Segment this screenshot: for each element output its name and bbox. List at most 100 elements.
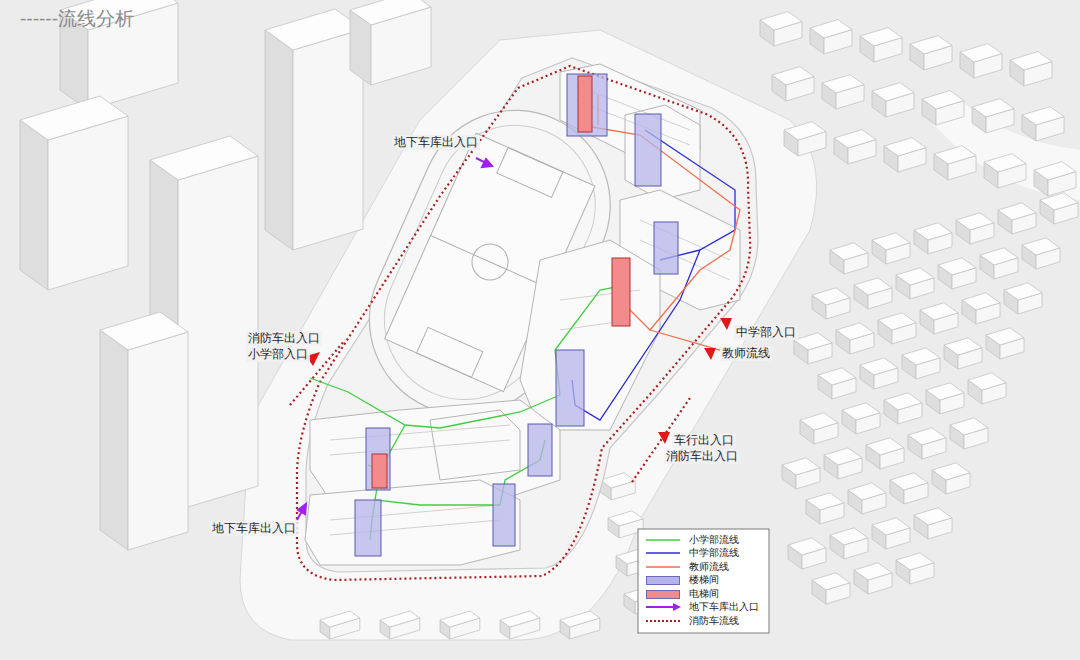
building-face [854,563,892,580]
context-building [1040,193,1078,224]
campus-site-part-part [305,480,520,565]
legend-frame-part [646,606,674,608]
context-building [822,75,864,109]
building-face [914,223,952,240]
building-face [784,122,826,140]
context-building [842,403,880,434]
context-building [788,538,826,569]
building-face [968,373,1006,390]
context-building [1022,107,1064,141]
building-face [600,473,635,488]
building-face [866,438,904,455]
building-face [902,348,940,365]
context-building [812,288,850,319]
legend-frame-part [646,539,680,541]
context-building [984,154,1026,188]
building-face [960,44,1002,62]
building-face [788,538,826,555]
building-face [908,428,946,445]
context-building [782,458,820,489]
building-face [824,448,862,465]
building-face [956,213,994,230]
context-buildings [20,0,1078,639]
building-face [860,358,898,375]
site-label: 小学部入口 [246,347,310,362]
context-building [854,278,892,309]
building-face [872,83,914,101]
context-building [884,393,922,424]
stair-cores-part [556,350,584,426]
building-face [320,611,360,627]
legend-swatch [646,576,680,585]
site-label: 地下车库出入口 [392,135,480,150]
building-face [812,288,850,305]
campus-site-part-part [330,425,510,440]
building-face [872,233,910,250]
building-face [896,268,934,285]
context-building [972,99,1014,133]
building-face [896,553,934,570]
building-face [884,393,922,410]
context-building [980,248,1018,279]
legend-frame-part [646,552,680,554]
building-face [150,136,258,180]
fire-truck-route-part [297,66,750,580]
building-face [984,154,1026,172]
building-face [848,483,886,500]
building-face [500,611,540,627]
building-face [1040,193,1078,210]
context-building [784,122,826,156]
stair-cores-part [366,428,390,490]
context-building [800,413,838,444]
context-building [878,313,916,344]
building-face [962,293,1000,310]
building-face [812,573,850,590]
site-label: 消防车出入口 [246,331,322,346]
legend-text: 地下车库出入口 [689,601,759,613]
context-building [922,91,964,125]
building-face [265,30,293,250]
context-building [810,20,852,54]
context-building [914,508,952,539]
context-building [956,213,994,244]
building-face [932,463,970,480]
entrance-markers-part [704,348,716,360]
context-building [890,473,928,504]
building-face [860,28,902,46]
building-face [944,338,982,355]
campus-site-part-part [417,327,483,377]
context-building [1034,162,1076,196]
campus-site-part-part [497,147,563,197]
building-face [794,333,832,350]
campus-site-part-part [466,238,514,286]
stair-cores-part [635,114,661,186]
legend-text: 消防车流线 [689,615,739,627]
context-building [1022,238,1060,269]
context-building [500,611,540,639]
stair-cores-part [493,484,515,546]
building-face [1022,238,1060,255]
building-face [972,99,1014,117]
context-building [794,333,832,364]
legend-frame-part [646,566,680,568]
context-building [560,611,600,639]
elevator-cores-part [578,76,592,132]
building-face [440,611,480,627]
context-building [806,493,844,524]
garage-arrows [297,158,492,520]
building-face [608,511,643,526]
building-face [1034,162,1076,180]
site-label: 中学部入口 [734,325,798,340]
legend-frame-part [673,603,681,611]
primary-flow-part [375,425,500,505]
stair-cores-part [528,424,552,476]
context-building [896,268,934,299]
context-building [926,383,964,414]
legend-text: 楼梯间 [689,574,719,586]
entrance-markers [306,318,732,444]
building-face [772,67,814,85]
site-label: 车行出入口 [672,433,736,448]
